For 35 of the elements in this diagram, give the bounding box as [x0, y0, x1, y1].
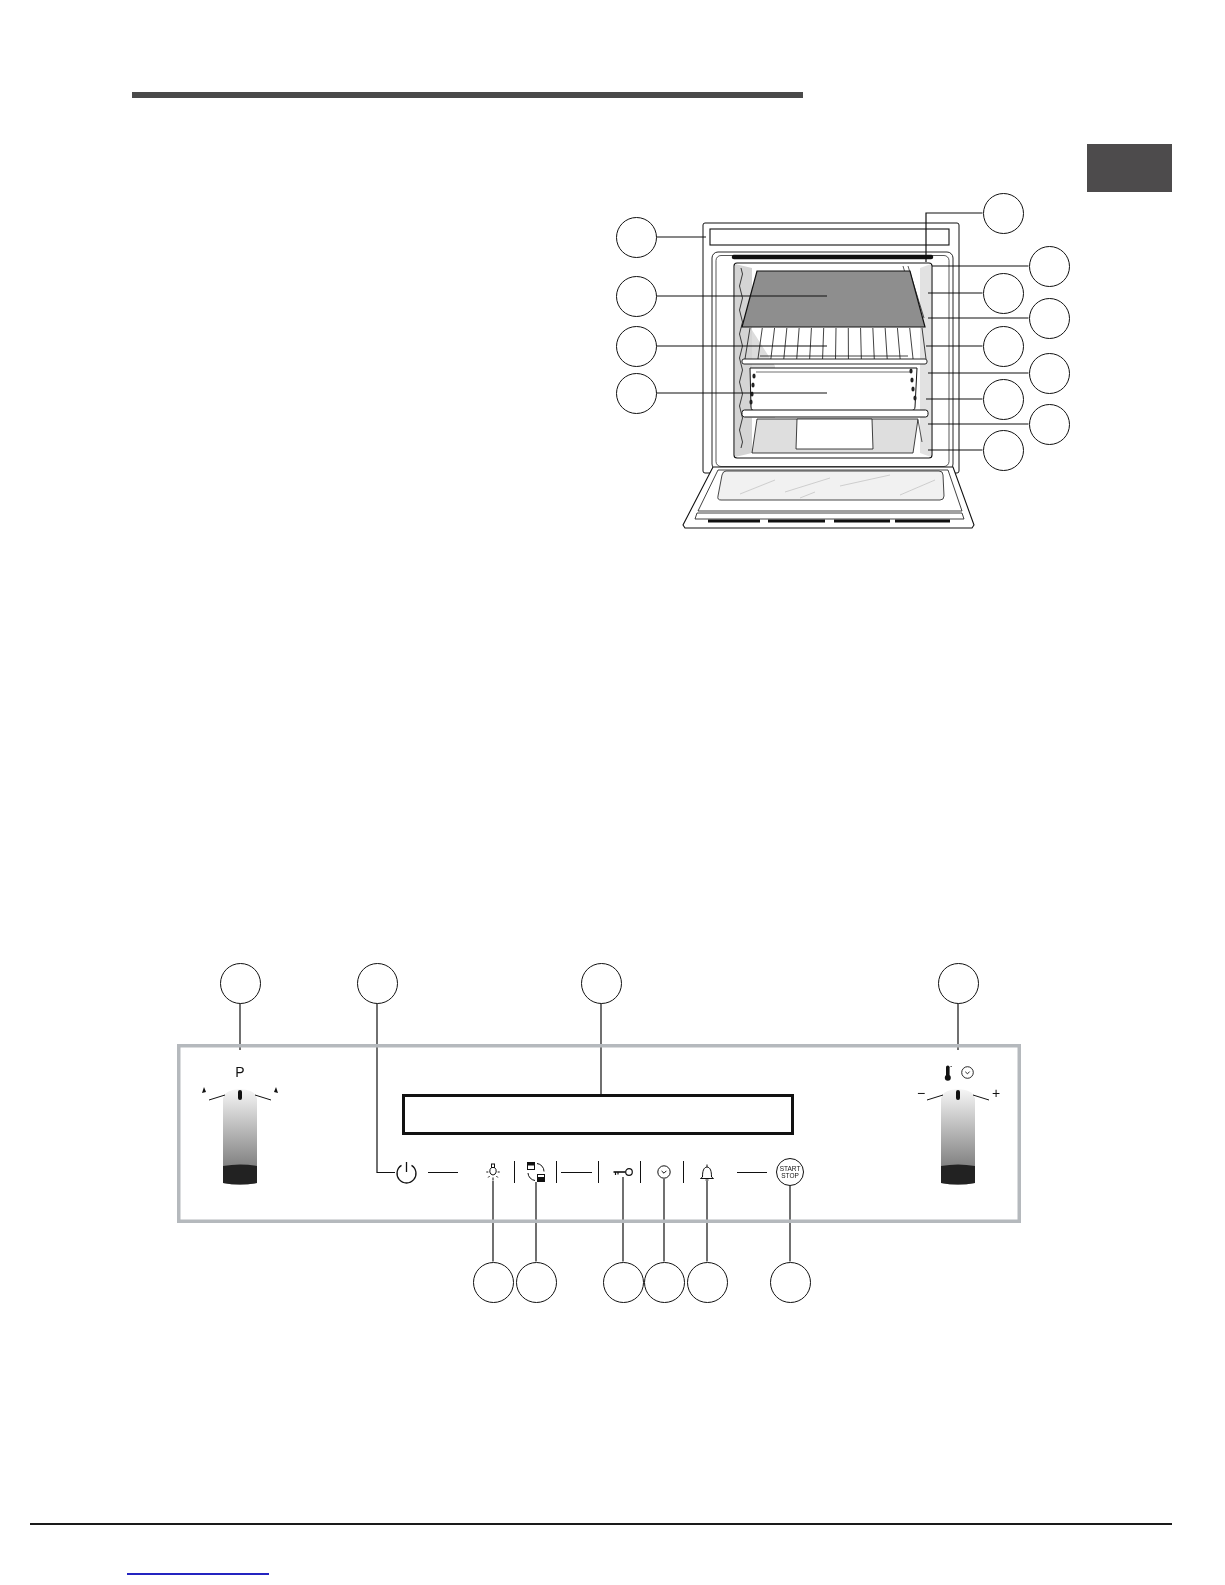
- leader-line: [957, 1002, 959, 1051]
- knob-label: P: [235, 1064, 245, 1080]
- leader-line: [655, 345, 828, 347]
- power-icon: [395, 1161, 418, 1184]
- leader-line: [931, 265, 1030, 267]
- leader-line: [655, 392, 828, 394]
- leader-line: [927, 372, 1030, 374]
- leader-line: [239, 1002, 241, 1051]
- key-icon: [613, 1167, 633, 1177]
- leader-line: [376, 1002, 396, 1174]
- leader-line: [663, 1178, 665, 1263]
- leader-line: [789, 1185, 791, 1263]
- leader-line: [925, 345, 984, 347]
- leader-line: [925, 212, 984, 263]
- light-bulb-icon: [486, 1163, 500, 1181]
- leader-line: [492, 1180, 494, 1263]
- leader-line: [655, 236, 707, 238]
- leader-line: [927, 423, 1030, 425]
- leader-line: [927, 449, 984, 451]
- control-panel: [177, 1044, 1021, 1223]
- leader-line: [535, 1181, 537, 1263]
- leader-line: [600, 1002, 602, 1095]
- section-tab: [1087, 144, 1172, 192]
- timer-icon: [657, 1165, 671, 1179]
- leader-line: [706, 1180, 708, 1263]
- bell-icon: [700, 1163, 714, 1181]
- scale-max-label: +: [992, 1085, 1001, 1101]
- leader-line: [927, 317, 1030, 319]
- leader-line: [927, 292, 984, 294]
- scale-min-label: −: [917, 1085, 926, 1101]
- leader-line: [655, 295, 828, 297]
- oven-switch-icon: [527, 1162, 545, 1182]
- leader-line: [925, 398, 984, 400]
- leader-line: [622, 1176, 624, 1263]
- display-window: [402, 1094, 794, 1135]
